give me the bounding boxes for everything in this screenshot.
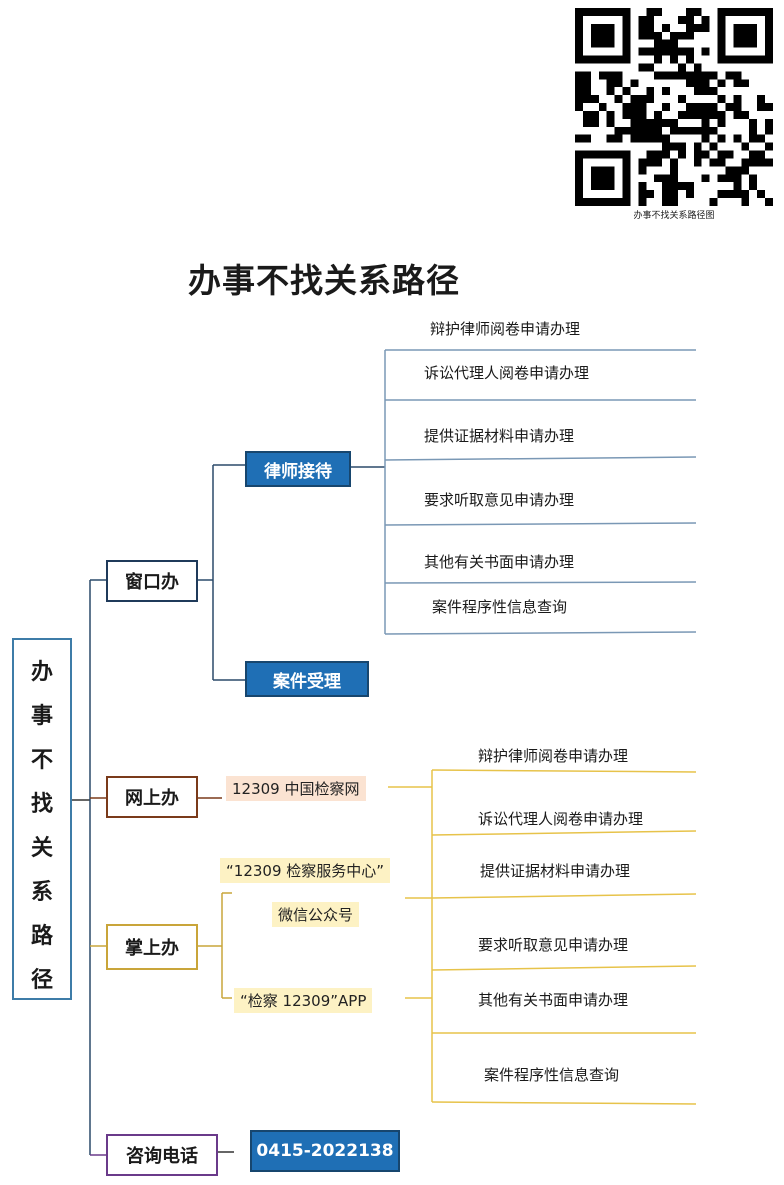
root-box: 办 事 不 找 关 系 路 径 xyxy=(12,638,72,1000)
mobile-leaf-item: 案件程序性信息查询 xyxy=(484,1066,620,1084)
mobile-leaf-item: 诉讼代理人阅卷申请办理 xyxy=(478,810,644,828)
root-char: 路 xyxy=(30,923,53,949)
root-char: 事 xyxy=(30,703,53,729)
mobile-leaf-item: 要求听取意见申请办理 xyxy=(478,936,629,954)
window-leaf-item: 提供证据材料申请办理 xyxy=(424,427,575,445)
online-site-label: 12309 中国检察网 xyxy=(226,776,366,801)
window-box: 窗口办 xyxy=(106,560,198,602)
window-leaf-item: 要求听取意见申请办理 xyxy=(424,491,575,509)
phone-box: 咨询电话 xyxy=(106,1134,218,1176)
wechat-label-line2: 微信公众号 xyxy=(272,902,360,927)
root-char: 关 xyxy=(30,835,53,861)
wechat-label-line1: “12309 检察服务中心” xyxy=(220,858,391,883)
app-label: “检察 12309”APP xyxy=(234,988,373,1013)
online-box: 网上办 xyxy=(106,776,198,818)
qr-caption: 办事不找关系路径图 xyxy=(633,211,715,221)
window-leaf-item: 其他有关书面申请办理 xyxy=(424,553,575,571)
root-char: 找 xyxy=(30,791,53,817)
root-char: 径 xyxy=(30,967,53,993)
window-leaf-item: 辩护律师阅卷申请办理 xyxy=(430,320,581,338)
window-leaf-item: 案件程序性信息查询 xyxy=(432,598,568,616)
mobile-leaf-item: 提供证据材料申请办理 xyxy=(480,862,631,880)
phone-number-box: 0415-2022138 xyxy=(250,1130,400,1172)
qr-code xyxy=(575,8,773,206)
root-char: 不 xyxy=(30,747,53,773)
mobile-box: 掌上办 xyxy=(106,924,198,970)
root-char: 系 xyxy=(30,879,53,905)
page-title: 办事不找关系路径 xyxy=(188,261,460,300)
mobile-leaf-item: 其他有关书面申请办理 xyxy=(478,991,629,1009)
case-acceptance-box: 案件受理 xyxy=(245,661,369,697)
window-leaf-item: 诉讼代理人阅卷申请办理 xyxy=(424,364,590,382)
mobile-leaf-item: 辩护律师阅卷申请办理 xyxy=(478,747,629,765)
root-char: 办 xyxy=(30,659,53,685)
lawyer-reception-box: 律师接待 xyxy=(245,451,351,487)
